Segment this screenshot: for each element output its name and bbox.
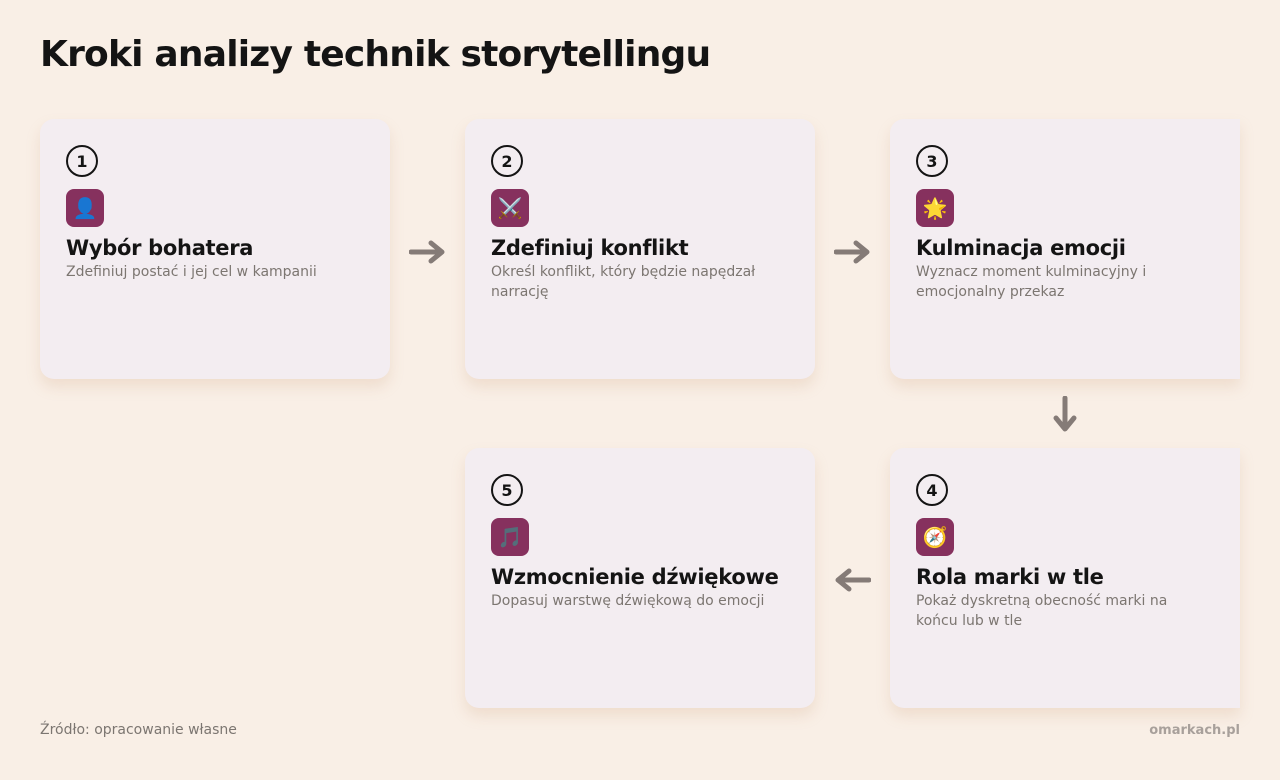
step-title: Kulminacja emocji (916, 236, 1126, 260)
step-description: Zdefiniuj postać i jej cel w kampanii (66, 264, 317, 280)
brand-label: omarkach.pl (1149, 723, 1240, 738)
step-card-4: 4 🧭 Rola marki w tle Pokaż dyskretną obe… (890, 448, 1240, 708)
step-description: Pokaż dyskretną obecność marki na końcu … (916, 593, 1168, 629)
step-card-3: 3 🌟 Kulminacja emocji Wyznacz moment kul… (890, 119, 1240, 379)
step-title: Wybór bohatera (66, 236, 254, 260)
step-description: Określ konflikt, który będzie napędzał n… (491, 264, 756, 300)
person-icon: 👤 (66, 189, 104, 227)
step-number-badge: 2 (491, 145, 523, 177)
step-card-5: 5 🎵 Wzmocnienie dźwiękowe Dopasuj warstw… (465, 448, 815, 708)
compass-icon: 🧭 (916, 518, 954, 556)
arrow-left-icon (835, 568, 871, 592)
arrow-down-icon (1053, 396, 1077, 432)
step-title: Rola marki w tle (916, 565, 1104, 589)
arrow-right-icon (409, 240, 445, 264)
step-description: Wyznacz moment kulminacyjny i emocjonaln… (916, 264, 1147, 300)
arrow-right-icon (834, 240, 870, 264)
source-note: Źródło: opracowanie własne (40, 722, 237, 738)
step-description: Dopasuj warstwę dźwiękową do emocji (491, 593, 765, 609)
step-card-2: 2 ⚔️ Zdefiniuj konflikt Określ konflikt,… (465, 119, 815, 379)
music-note-icon: 🎵 (491, 518, 529, 556)
page-title: Kroki analizy technik storytellingu (40, 34, 711, 75)
step-number-badge: 3 (916, 145, 948, 177)
step-number-badge: 5 (491, 474, 523, 506)
step-number-badge: 1 (66, 145, 98, 177)
step-number-badge: 4 (916, 474, 948, 506)
star-icon: 🌟 (916, 189, 954, 227)
step-title: Wzmocnienie dźwiękowe (491, 565, 779, 589)
step-card-1: 1 👤 Wybór bohatera Zdefiniuj postać i je… (40, 119, 390, 379)
step-title: Zdefiniuj konflikt (491, 236, 689, 260)
crossed-swords-icon: ⚔️ (491, 189, 529, 227)
